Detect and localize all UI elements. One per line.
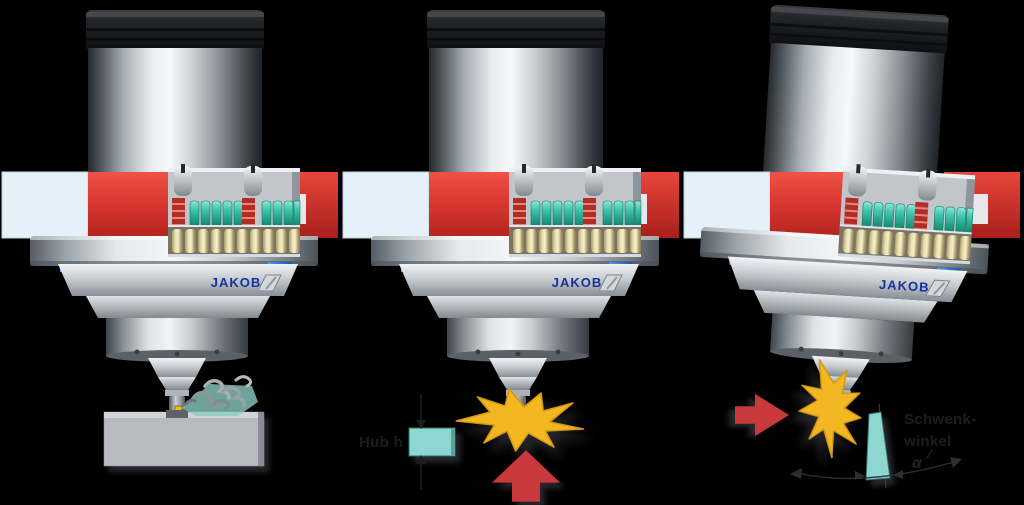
unit-axial-deflection: Hub h [342,10,680,502]
unit-angular-deflection: α Schwenk- winkel [683,4,1021,489]
alpha-label: α [912,455,923,472]
arrowhead-up-icon [416,455,426,464]
arc-arrowhead-left-icon [790,468,802,479]
swivel-label-line1: Schwenk- [904,411,976,428]
alpha-tick [926,449,933,459]
impact-arrow-up-icon [492,450,560,502]
arc-arrowhead-right-icon [950,457,962,468]
hub-dimension-box [408,427,456,457]
arrowhead-down-icon [416,420,426,429]
workpiece-right-shade [258,412,264,466]
arrowhead-toward-wedge-left-icon [855,471,865,480]
swivel-wedge [865,411,891,481]
hub-dimension-annotation: Hub h [359,394,456,490]
workpiece-block [103,411,265,467]
impact-arrow-right-icon [735,393,789,437]
arrowhead-toward-wedge-right-icon [893,470,903,479]
cut-notch [166,410,188,418]
swivel-angle-annotation: α Schwenk- winkel [790,403,976,489]
hub-box-shade [451,428,455,456]
hub-label: Hub h [359,434,403,451]
metal-chips [182,375,258,416]
unit-machining-normal [1,10,339,467]
swivel-arc [797,461,955,480]
swivel-label-line2: winkel [903,433,952,450]
